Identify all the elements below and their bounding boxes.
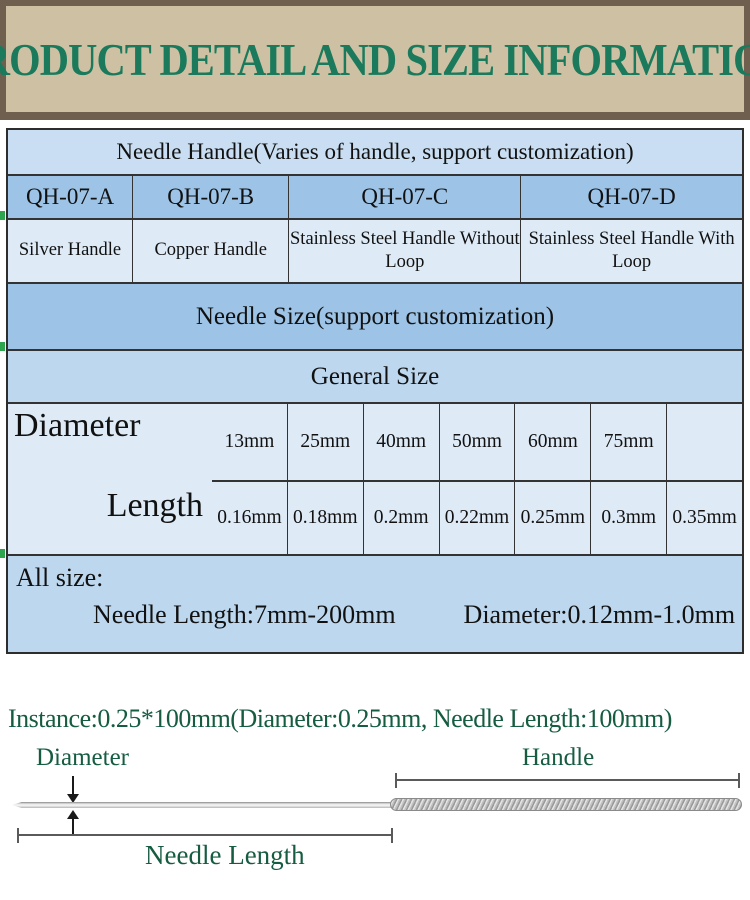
description-cell: Silver Handle — [18, 240, 122, 261]
model-cell: QH-07-D — [520, 176, 742, 218]
size-grid: Length Diameter 13mm 25mm 40mm 50mm 60mm… — [8, 402, 742, 554]
diameter-value-row: 0.16mm 0.18mm 0.2mm 0.22mm 0.25mm 0.3mm … — [212, 482, 742, 554]
all-size-label: All size: — [16, 563, 104, 592]
diameter-arrowhead-down-icon — [67, 794, 79, 803]
instance-text: Instance:0.25*100mm(Diameter:0.25mm, Nee… — [8, 704, 672, 733]
diameter-cell: 0.3mm — [590, 482, 666, 554]
handle-label: Handle — [522, 744, 595, 771]
diameter-arrowhead-up-icon — [67, 810, 79, 819]
needle-length-range: Needle Length:7mm-200mm — [93, 600, 396, 629]
handle-model-row: QH-07-A QH-07-B QH-07-C QH-07-D — [8, 174, 742, 218]
dimension-tick — [738, 773, 740, 788]
diameter-cell: 0.35mm — [666, 482, 742, 554]
length-cell: 50mm — [438, 404, 515, 480]
description-cell: Stainless Steel Handle Without Loop — [288, 220, 520, 282]
size-grid-values: 13mm 25mm 40mm 50mm 60mm 75mm 0.16mm 0.1… — [212, 404, 742, 554]
diameter-cell: 0.16mm — [217, 507, 282, 528]
length-value-row: 13mm 25mm 40mm 50mm 60mm 75mm — [212, 404, 742, 482]
length-cell: 60mm — [514, 404, 590, 480]
diameter-arrow-down-icon — [72, 776, 74, 795]
description-cell: Copper Handle — [132, 220, 288, 282]
needle-length-dimension-line — [17, 828, 393, 843]
all-size-row: All size: Needle Length:7mm-200mm Diamete… — [8, 554, 742, 652]
spec-table: Needle Handle(Varies of handle, support … — [6, 128, 744, 654]
model-cell: QH-07-C — [288, 176, 520, 218]
needle-diagram: Diameter Handle Needle Length — [0, 740, 750, 890]
needle-handle-illustration — [390, 798, 742, 811]
diameter-axis-label: Diameter — [14, 407, 141, 444]
diameter-arrow-up-icon — [72, 819, 74, 834]
length-cell-empty — [666, 404, 742, 480]
general-size-row: General Size — [8, 349, 742, 402]
size-table-header: Needle Size(support customization) — [195, 302, 555, 330]
needle-length-label: Needle Length — [145, 840, 305, 870]
diameter-cell: 0.25mm — [514, 482, 590, 554]
general-size-label: General Size — [310, 362, 440, 390]
length-axis-label: Length — [106, 487, 203, 524]
length-cell: 25mm — [286, 404, 363, 480]
banner: PRODUCT DETAIL AND SIZE INFORMATION — [0, 0, 750, 120]
model-cell: QH-07-A — [25, 184, 115, 209]
length-cell: 40mm — [362, 404, 439, 480]
page-title: PRODUCT DETAIL AND SIZE INFORMATION — [0, 33, 750, 85]
dimension-tick — [395, 773, 397, 788]
needle-shaft-illustration — [12, 802, 392, 808]
size-table-header-row: Needle Size(support customization) — [8, 282, 742, 349]
green-edge-marker — [0, 211, 5, 220]
diameter-cell: 0.2mm — [362, 482, 439, 554]
green-edge-marker — [0, 549, 5, 558]
diameter-range: Diameter:0.12mm-1.0mm — [463, 600, 736, 629]
length-cell: 75mm — [590, 404, 666, 480]
diameter-label: Diameter — [36, 744, 130, 771]
diameter-cell: 0.18mm — [286, 482, 363, 554]
dimension-tick — [391, 828, 393, 843]
length-cell: 13mm — [224, 431, 275, 452]
diameter-cell: 0.22mm — [438, 482, 515, 554]
handle-table-header-row: Needle Handle(Varies of handle, support … — [8, 130, 742, 174]
description-cell: Stainless Steel Handle With Loop — [520, 220, 742, 282]
all-size-ranges: Needle Length:7mm-200mm Diameter:0.12mm-1… — [93, 600, 735, 630]
handle-table-header: Needle Handle(Varies of handle, support … — [116, 139, 634, 164]
handle-description-row: Silver Handle Copper Handle Stainless St… — [8, 218, 742, 282]
model-cell: QH-07-B — [132, 176, 288, 218]
green-edge-marker — [0, 342, 5, 351]
dimension-tick — [17, 828, 19, 843]
handle-dimension-line — [395, 773, 740, 788]
